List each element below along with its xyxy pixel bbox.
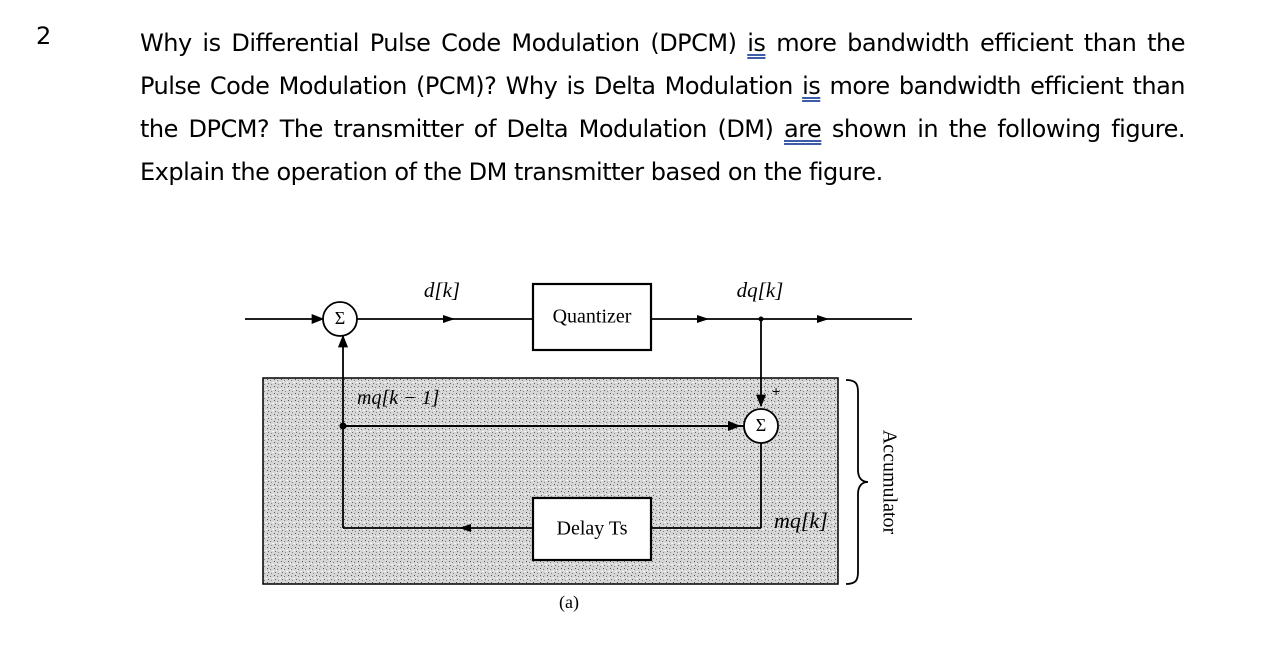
mq-prev-label: mq[k − 1] — [357, 387, 439, 409]
accumulator-summer-plus-sign: + — [772, 383, 780, 399]
mq-label: mq[k] — [774, 508, 828, 533]
d-signal-arrowhead — [443, 315, 455, 323]
accumulator-label: Accumulator — [878, 430, 900, 535]
dq-signal-label: dq[k] — [737, 278, 784, 302]
question-text: Why is Differential Pulse Code Modulatio… — [140, 22, 1186, 194]
quantizer-block — [531, 282, 653, 352]
question-text-part: more bandwidth efficient than the Pulse … — [140, 29, 1186, 100]
question-text-part: shown in the following figure. Explain t… — [140, 115, 1186, 186]
question-text-underlined: is — [747, 29, 766, 57]
feedback-arrowhead — [728, 421, 741, 431]
question-text-underlined: are — [783, 115, 822, 143]
d-signal-label: d[k] — [424, 278, 460, 302]
question-number: 2 — [36, 22, 52, 50]
question-text-underlined: is — [802, 72, 821, 100]
delay-label: Delay Ts — [557, 518, 628, 540]
quantizer-label: Quantizer — [553, 306, 632, 328]
question-text-part: Why is Differential Pulse Code Modulatio… — [140, 29, 748, 57]
input-summer-symbol: Σ — [335, 308, 345, 328]
accumulator-summer-symbol: Σ — [756, 415, 766, 435]
figure-caption: (a) — [559, 592, 579, 613]
output-arrowhead-1 — [697, 315, 709, 323]
dq-branch-dot — [758, 316, 764, 322]
accumulator-brace — [845, 379, 869, 585]
delay-block — [531, 496, 653, 562]
question-text-part: more bandwidth efficient than the DPCM? … — [140, 72, 1186, 143]
output-arrowhead-2 — [817, 315, 829, 323]
delay-output-arrowhead — [459, 524, 471, 532]
